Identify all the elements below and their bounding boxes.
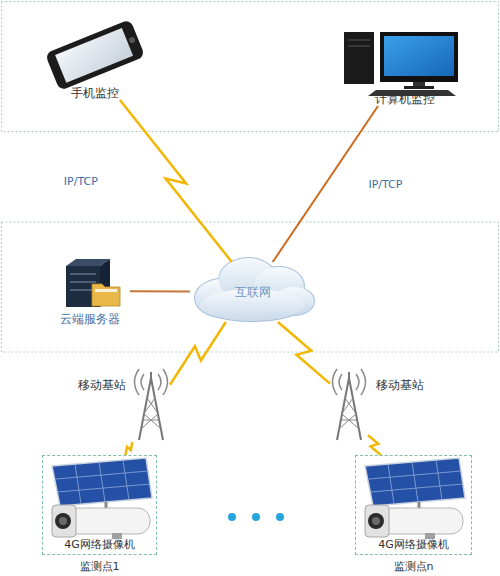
node-label: 手机监控	[45, 86, 145, 100]
point-label: 监测点n	[356, 560, 471, 574]
base-station-node: 移动基站	[330, 370, 368, 442]
tower-icon	[333, 369, 366, 440]
cloud-server-node: 云端服务器	[50, 256, 130, 326]
phone-monitor-node: 手机监控	[45, 28, 145, 100]
node-label: 云端服务器	[50, 312, 130, 326]
point-label: 监测点1	[43, 560, 156, 574]
network-link	[273, 106, 378, 262]
computer-monitor-node: 计算机监控	[340, 26, 470, 106]
node-label: 移动基站	[376, 378, 424, 392]
ellipsis-dot	[252, 513, 260, 521]
cloud-band	[2, 222, 499, 352]
monitor-point-box: 4G网络摄像机监测点1	[42, 455, 157, 555]
wireless-link	[126, 442, 133, 455]
wireless-link	[170, 322, 226, 385]
protocol-label: IP/TCP	[64, 175, 98, 188]
internet-cloud-node: 互联网	[190, 262, 315, 322]
node-label: 移动基站	[78, 378, 126, 392]
tower-icon	[135, 369, 168, 440]
ellipsis-dot	[228, 513, 236, 521]
wireless-link	[278, 322, 330, 384]
server-icon	[66, 259, 120, 307]
protocol-label: IP/TCP	[368, 178, 402, 191]
wireless-link	[120, 100, 232, 262]
wireless-link	[368, 435, 381, 455]
node-label: 计算机监控	[340, 92, 470, 106]
base-station-node: 移动基站	[132, 370, 170, 442]
node-label: 4G网络摄像机	[356, 538, 471, 552]
solar-camera-icon	[365, 458, 465, 539]
network-link	[130, 290, 190, 292]
solar-camera-icon	[52, 458, 152, 539]
phone-icon	[45, 19, 145, 91]
node-label: 4G网络摄像机	[43, 538, 156, 552]
computer-icon	[344, 32, 458, 96]
node-label: 互联网	[190, 285, 315, 299]
ellipsis-dot	[276, 513, 284, 521]
monitor-point-box: 4G网络摄像机监测点n	[355, 455, 472, 555]
client-band	[2, 2, 499, 132]
